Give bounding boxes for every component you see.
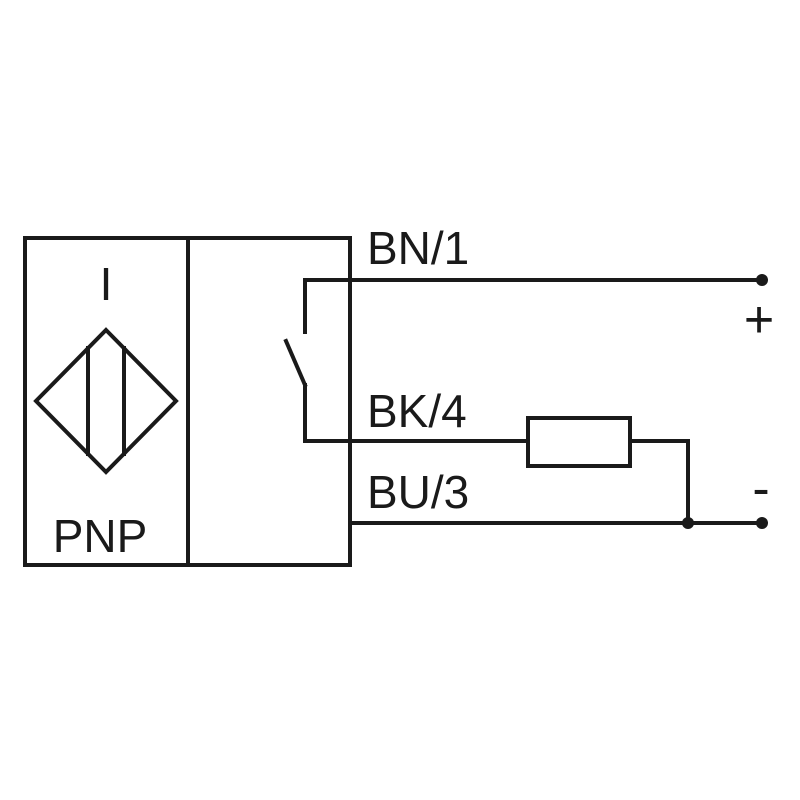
inductive-sensor-symbol: [33, 327, 179, 475]
positive-terminal-dot: [756, 274, 768, 286]
wire-label-blue: BU/3: [367, 466, 469, 518]
switch-lower-lead: [303, 383, 530, 443]
resistor-return-lead: [628, 439, 690, 525]
junction-dot: [682, 517, 694, 529]
load-resistor: [526, 416, 690, 525]
negative-terminal-dot: [756, 517, 768, 529]
switch-blade: [283, 338, 308, 388]
sensor-type-symbol: I: [100, 258, 113, 310]
negative-sign: -: [752, 460, 769, 518]
switch-upper-lead: [303, 278, 764, 334]
sensor-body: [23, 236, 352, 567]
wire-label-black: BK/4: [367, 385, 467, 437]
sensor-diamond: [33, 327, 179, 475]
output-type-label: PNP: [53, 510, 148, 562]
switch-contact: [283, 278, 764, 443]
resistor-body: [526, 416, 632, 468]
positive-sign: +: [744, 291, 774, 349]
wire-label-brown: BN/1: [367, 222, 469, 274]
sensor-electronics-section: [186, 236, 352, 567]
